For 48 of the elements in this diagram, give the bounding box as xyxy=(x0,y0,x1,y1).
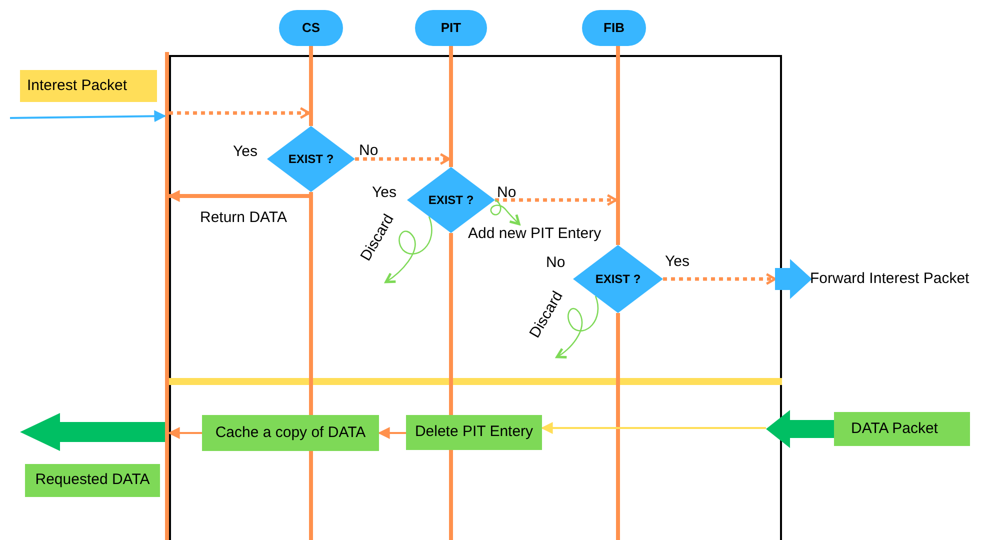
branch-label: Yes xyxy=(233,142,258,162)
dotted-arrow xyxy=(169,107,310,119)
curly-arrow xyxy=(384,216,432,284)
lifeline xyxy=(309,46,313,126)
lane-header xyxy=(279,10,343,46)
decision-diamond xyxy=(267,126,355,192)
block-arrow xyxy=(20,413,165,451)
edge-label: No xyxy=(497,183,516,203)
edge-label: No xyxy=(359,141,378,161)
arrow xyxy=(378,427,406,439)
packet-box xyxy=(20,70,157,102)
header-label: PIT xyxy=(440,19,462,38)
decision-label: EXIST ? xyxy=(288,151,334,168)
lane-header xyxy=(415,10,487,46)
dotted-arrow xyxy=(495,194,618,206)
header-label: CS xyxy=(302,19,320,38)
block-arrow xyxy=(766,410,834,448)
dotted-arrow xyxy=(663,273,776,285)
arrow xyxy=(10,110,166,122)
lane-header xyxy=(582,10,646,46)
branch-label: Yes xyxy=(372,183,396,203)
dotted-arrow xyxy=(355,153,450,165)
arrow xyxy=(168,427,202,439)
arrow xyxy=(540,422,766,434)
edge-label: Return DATA xyxy=(200,208,287,228)
header-label: FIB xyxy=(604,19,624,38)
box-label: Delete PIT Entery xyxy=(414,422,534,442)
lifeline xyxy=(616,46,620,245)
process-box xyxy=(406,415,542,450)
curly-arrow xyxy=(490,199,520,226)
box-label: Requested DATA xyxy=(35,470,150,490)
process-box xyxy=(202,415,379,451)
branch-label: No xyxy=(546,253,566,273)
packet-box xyxy=(834,412,970,446)
lifeline xyxy=(165,52,169,540)
decision-diamond xyxy=(573,245,663,313)
arrow xyxy=(168,190,313,202)
decision-label: EXIST ? xyxy=(595,271,641,288)
step-text: Forward Interest Packet xyxy=(810,268,970,289)
box-label: Cache a copy of DATA xyxy=(215,422,366,443)
decision-label: EXIST ? xyxy=(428,192,474,209)
curly-arrow xyxy=(556,296,599,358)
step-text: Add new PIT Entery xyxy=(468,224,602,244)
process-box xyxy=(25,464,160,497)
box-label: Interest Packet xyxy=(27,76,128,96)
edge-label: Yes xyxy=(665,252,690,272)
lifeline xyxy=(449,46,453,167)
box-label: DATA Packet xyxy=(851,418,938,439)
